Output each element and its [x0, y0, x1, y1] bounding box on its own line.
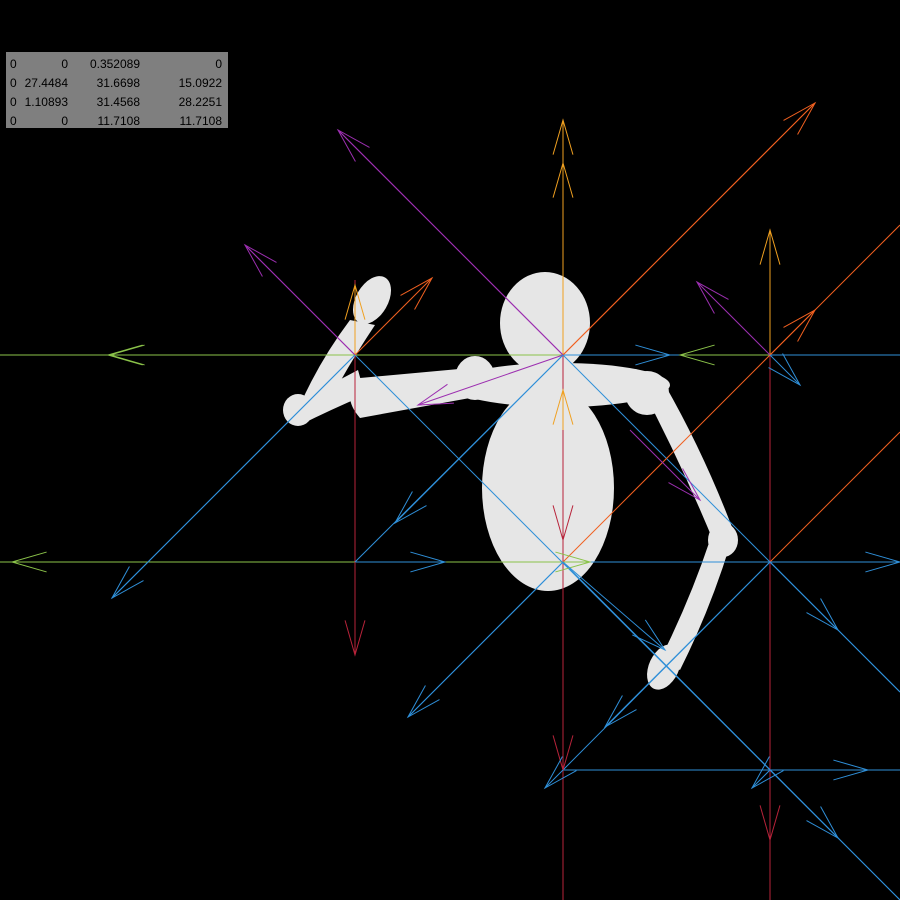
- gizmo-axis-line[interactable]: [562, 561, 900, 900]
- mannequin-shoulders: [450, 363, 670, 407]
- gizmo-arrow-shaft[interactable]: [544, 769, 564, 789]
- mannequin-torso[interactable]: [482, 385, 614, 591]
- gizmo-arrow-shaft[interactable]: [604, 561, 771, 728]
- gizmo-arrow-shaft[interactable]: [337, 129, 564, 356]
- transform-gizmos[interactable]: [0, 101, 900, 900]
- matrix-cell: 0: [61, 114, 68, 128]
- gizmo-arrow-shaft[interactable]: [769, 561, 839, 631]
- gizmo-arrow-shaft[interactable]: [562, 102, 816, 356]
- matrix-cell: 31.6698: [96, 76, 140, 90]
- gizmo-arrow-shaft[interactable]: [696, 281, 771, 356]
- matrix-cell: 0.352089: [89, 57, 140, 71]
- mannequin-figure[interactable]: [283, 269, 738, 695]
- matrix-cell: 0: [61, 57, 68, 71]
- matrix-cell: 28.2251: [178, 95, 222, 109]
- matrix-cell: 27.4484: [24, 76, 68, 90]
- gizmo-arrowhead[interactable]: [865, 551, 900, 573]
- matrix-cell: 0: [10, 76, 17, 90]
- mannequin-head[interactable]: [500, 272, 590, 374]
- matrix-cell: 15.0922: [178, 76, 222, 90]
- gizmo-arrow-shaft[interactable]: [417, 354, 564, 406]
- gizmo-arrow-shaft[interactable]: [394, 354, 564, 524]
- gizmo-arrow-shaft[interactable]: [407, 561, 564, 718]
- mannequin-left-forearm[interactable]: [300, 370, 365, 425]
- matrix-cell: 1.10893: [24, 95, 68, 109]
- gizmo-arrow-shaft[interactable]: [769, 769, 839, 839]
- matrix-cell: 0: [10, 57, 17, 71]
- gizmo-arrow-shaft[interactable]: [111, 354, 356, 599]
- gizmo-axis-line[interactable]: [769, 431, 900, 563]
- mannequin-right-upperarm[interactable]: [640, 385, 735, 545]
- matrix-row: 0 0 0.352089 0: [6, 56, 228, 73]
- matrix-cell: 0: [10, 95, 17, 109]
- matrix-row: 0 27.4484 31.6698 15.0922: [6, 75, 228, 92]
- matrix-row: 0 0 11.7108 11.7108: [6, 113, 228, 130]
- matrix-cell: 0: [215, 57, 222, 71]
- mannequin-left-raised-arm[interactable]: [300, 320, 375, 410]
- matrix-cell: 31.4568: [96, 95, 140, 109]
- matrix-cell: 11.7108: [97, 114, 141, 128]
- gizmo-arrow-shaft[interactable]: [769, 354, 801, 386]
- gizmo-arrow-shaft[interactable]: [354, 277, 433, 356]
- matrix-panel: 0 0 0.352089 0 0 27.4484 31.6698 15.0922…: [6, 52, 228, 128]
- matrix-cell: 0: [10, 114, 17, 128]
- matrix-row: 0 1.10893 31.4568 28.2251: [6, 94, 228, 111]
- gizmo-arrow-shaft[interactable]: [769, 309, 816, 356]
- gizmo-axis-line[interactable]: [562, 224, 900, 563]
- gizmo-arrow-shaft[interactable]: [244, 244, 356, 356]
- gizmo-arrow-shaft[interactable]: [562, 561, 666, 651]
- mannequin-right-forearm[interactable]: [660, 540, 730, 670]
- matrix-cell: 11.7108: [179, 114, 223, 128]
- gizmo-arrow-shaft[interactable]: [629, 429, 701, 501]
- gizmo-arrow-shaft[interactable]: [751, 769, 771, 789]
